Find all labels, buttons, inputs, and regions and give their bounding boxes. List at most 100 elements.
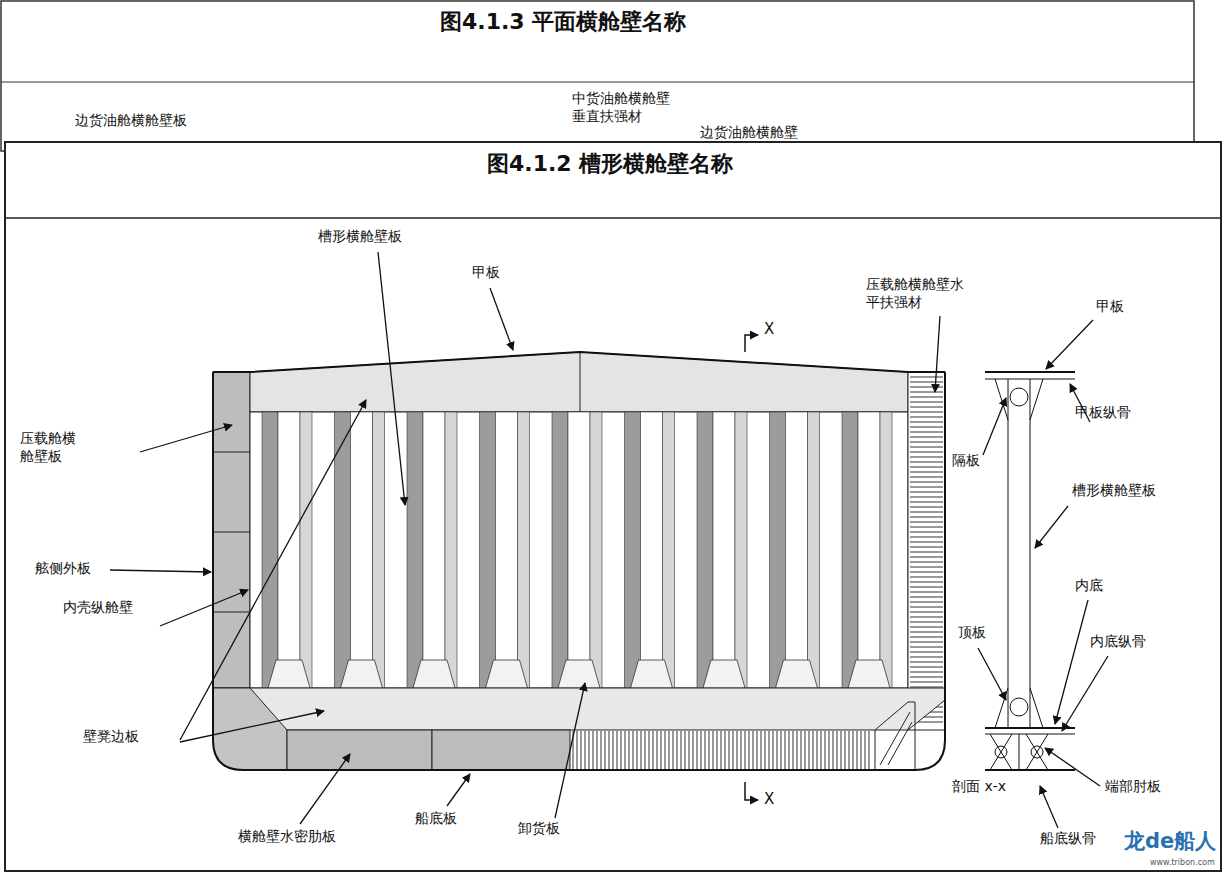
stiffener [910, 621, 943, 622]
stiffener [910, 441, 943, 442]
corrugation-web [552, 412, 568, 688]
corrugation-web [735, 412, 747, 688]
bottom-longitudinal [725, 731, 726, 769]
ballast-stiffener-zone [908, 372, 945, 730]
stiffener [910, 471, 943, 472]
stiffener [910, 606, 943, 607]
bottom-longitudinal [753, 731, 754, 769]
bottom-longitudinal [865, 731, 866, 769]
corrugation-web [770, 412, 786, 688]
corrugation-flange [351, 412, 373, 688]
stiffener [910, 636, 943, 637]
stiffener [910, 586, 943, 587]
bottom-longitudinal [657, 731, 658, 769]
stiffener [910, 481, 943, 482]
corrugation-web [445, 412, 457, 688]
stiffener [910, 461, 943, 462]
stiffener [910, 601, 943, 602]
bottom-longitudinal [853, 731, 854, 769]
corrugation-web [373, 412, 385, 688]
shedder-plate [558, 660, 600, 688]
shedder-plate [341, 660, 383, 688]
bottom-longitudinal [841, 731, 842, 769]
part-label: 壁凳边板 [83, 728, 139, 746]
part-label: 船底板 [415, 810, 457, 828]
front-sheet [5, 142, 1221, 871]
bottom-longitudinal [621, 731, 622, 769]
stiffener [910, 526, 943, 527]
corrugations [250, 412, 908, 688]
section-marker [745, 782, 758, 800]
bottom-longitudinal [661, 731, 662, 769]
horizontal-stiffeners [910, 377, 943, 722]
stiffener [910, 626, 943, 627]
shedder-plate [631, 660, 673, 688]
bottom-longitudinal [717, 731, 718, 769]
ballast-bulkhead-plate [213, 372, 250, 688]
bottom-longitudinal [861, 731, 862, 769]
stiffener [910, 666, 943, 667]
bottom-longitudinal [585, 731, 586, 769]
section-xx [985, 372, 1075, 770]
bottom-longitudinal [689, 731, 690, 769]
stiffener [910, 436, 943, 437]
stiffener [910, 651, 943, 652]
bottom-longitudinal [813, 731, 814, 769]
corrugation-flange [858, 412, 880, 688]
shedder-plate [413, 660, 455, 688]
bottom-longitudinal [833, 731, 834, 769]
part-label: 隔板 [952, 452, 980, 470]
bottom-longitudinal [761, 731, 762, 769]
stiffener [910, 676, 943, 677]
stiffener [910, 486, 943, 487]
part-label: 压载舱横舱壁水平扶强材 [866, 276, 970, 311]
bottom-longitudinal [845, 731, 846, 769]
bottom-longitudinal [817, 731, 818, 769]
shedder-plate [486, 660, 528, 688]
plate-seam [213, 532, 250, 533]
bottom-longitudinal [613, 731, 614, 769]
stiffener [910, 431, 943, 432]
bottom-longitudinal [629, 731, 630, 769]
bottom-longitudinal [829, 731, 830, 769]
part-label: 横舱壁水密肋板 [238, 828, 336, 846]
bottom-longitudinal [821, 731, 822, 769]
stiffener [910, 476, 943, 477]
bottom-longitudinal [745, 731, 746, 769]
bottom-longitudinal [681, 731, 682, 769]
stiffener [910, 391, 943, 392]
bottom-longitudinal [857, 731, 858, 769]
bottom-longitudinal [765, 731, 766, 769]
bottom-longitudinal [589, 731, 590, 769]
bottom-longitudinal [805, 731, 806, 769]
stiffener [910, 446, 943, 447]
bottom-longitudinal [597, 731, 598, 769]
stiffener [910, 656, 943, 657]
section-mark: X [764, 320, 774, 339]
bottom-longitudinal [673, 731, 674, 769]
corrugation-web [518, 412, 530, 688]
bottom-longitudinal [653, 731, 654, 769]
part-label: 内底 [1075, 577, 1103, 595]
stiffener [910, 521, 943, 522]
stiffener [910, 561, 943, 562]
corrugation-flange [786, 412, 808, 688]
stiffener [910, 531, 943, 532]
stiffener [910, 381, 943, 382]
stiffener [910, 506, 943, 507]
stiffener [910, 596, 943, 597]
stiffener [910, 456, 943, 457]
bottom-longitudinal [693, 731, 694, 769]
stiffener [910, 546, 943, 547]
watermark: www.tribon.com [1150, 858, 1215, 868]
stiffener [910, 611, 943, 612]
bottom-longitudinal [797, 731, 798, 769]
bottom-longitudinal [581, 731, 582, 769]
bottom-longitudinal [777, 731, 778, 769]
bottom-longitudinal [641, 731, 642, 769]
corrugation-field [250, 412, 908, 688]
corrugation-web [300, 412, 312, 688]
corrugation-web [808, 412, 820, 688]
part-label: 槽形横舱壁板 [318, 228, 402, 246]
part-label: 中货油舱横舱壁 垂直扶强材 [572, 90, 684, 125]
